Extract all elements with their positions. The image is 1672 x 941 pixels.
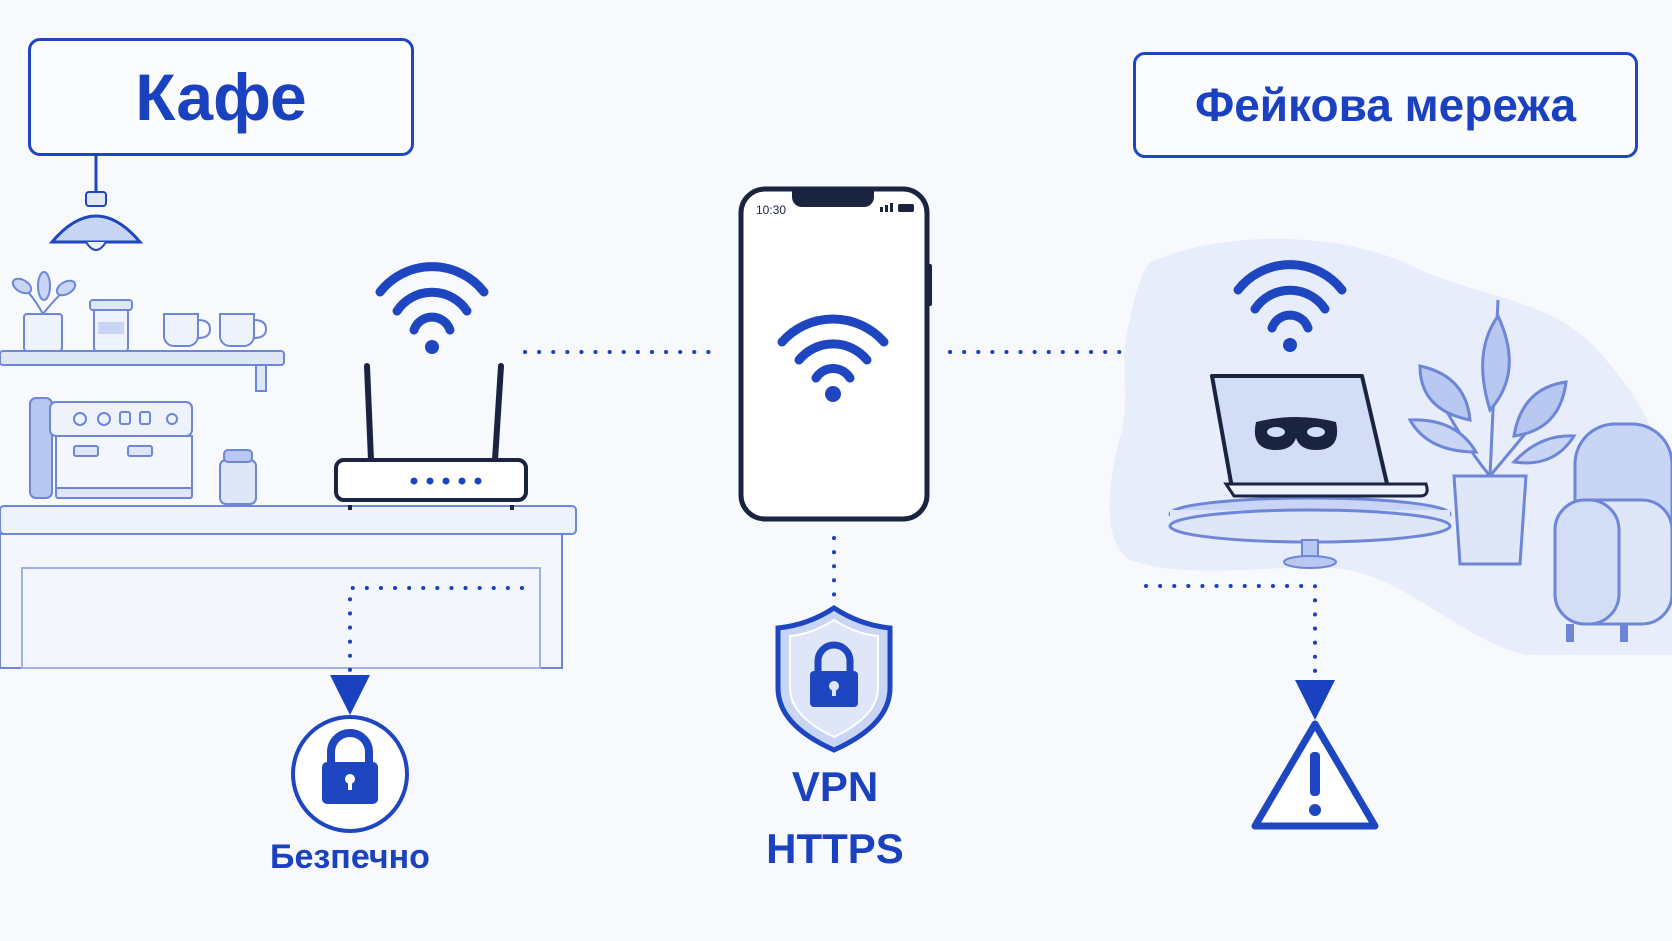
fake-wifi-icon [1233,260,1347,352]
https-label: HTTPS [766,825,904,872]
router-icon [334,363,528,510]
shield-lock-icon [775,605,893,753]
safe-label: Безпечно [270,838,430,876]
coffee-cup-icon [89,299,133,352]
cafe-shelf [0,350,285,392]
plant-icon [11,271,77,352]
phone-time: 10:30 [756,203,787,217]
vpn-label: VPN [791,763,879,810]
connection-cafe-safe [330,586,524,715]
phone-wifi-icon [777,314,889,402]
cafe-table-icon [1168,496,1452,569]
coffee-machine-icon [29,397,193,499]
jar-icon [219,449,257,505]
fake-network-backdrop [1109,238,1672,655]
wifi-icon [375,262,489,354]
mug-icon [219,313,268,347]
warning-icon [1251,720,1379,830]
fake-network-title: Фейкова мережа [1133,52,1638,158]
armchair-icon [1553,422,1672,642]
ceiling-lamp-icon [48,156,144,251]
mask-icon [1254,417,1338,450]
large-plant-icon [1407,299,1577,566]
padlock-icon [291,715,409,833]
cafe-counter [0,505,577,669]
smartphone-icon [738,186,932,522]
connection-fake-warning [1144,584,1335,720]
cafe-title: Кафе [28,38,414,156]
mug-icon [163,313,212,347]
